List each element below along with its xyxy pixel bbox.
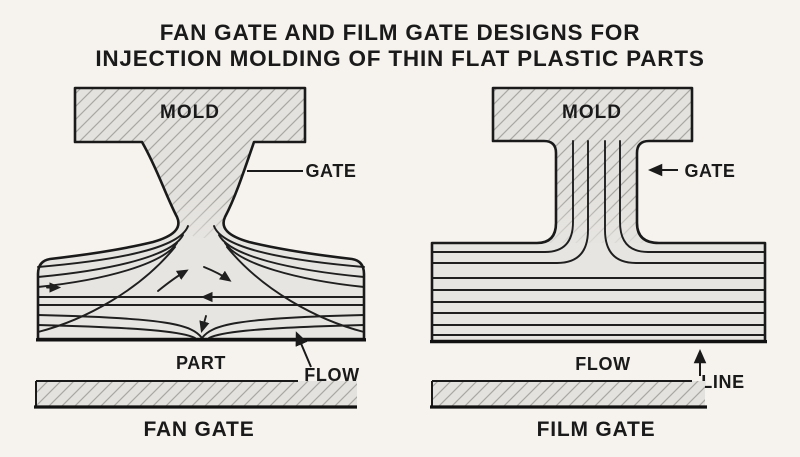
part-label: PART xyxy=(176,353,226,373)
film-flow-lines xyxy=(431,140,766,336)
gate-label-right: GATE xyxy=(684,161,735,181)
film-gate-diagram: MOLD GATE FLOW LINE FILM GATE xyxy=(430,86,767,441)
flow-direction-arrows xyxy=(46,266,232,333)
mold-label: MOLD xyxy=(160,102,220,123)
mold-block-hatch-right xyxy=(493,88,692,141)
fan-gate-caption: FAN GATE xyxy=(143,418,254,441)
fan-gate-diagram: MOLD GATE PART FLOW FAN GATE xyxy=(34,86,366,441)
flow-label: FLOW xyxy=(304,365,359,385)
title-line-2: INJECTION MOLDING OF THIN FLAT PLASTIC P… xyxy=(95,46,704,71)
line-label: LINE xyxy=(701,372,744,392)
film-channel-hatch xyxy=(537,141,659,243)
flow-leader-arrow xyxy=(295,331,312,368)
lower-plate xyxy=(34,380,357,409)
flow-label-right: FLOW xyxy=(575,354,630,374)
mold-block-hatch xyxy=(75,88,305,142)
film-gate-caption: FILM GATE xyxy=(537,418,656,441)
gate-label: GATE xyxy=(305,161,356,181)
lower-plate-right xyxy=(430,380,707,409)
mold-label-right: MOLD xyxy=(562,102,622,123)
title-line-1: FAN GATE AND FILM GATE DESIGNS FOR xyxy=(160,20,641,45)
title-block: FAN GATE AND FILM GATE DESIGNS FOR INJEC… xyxy=(95,20,704,71)
